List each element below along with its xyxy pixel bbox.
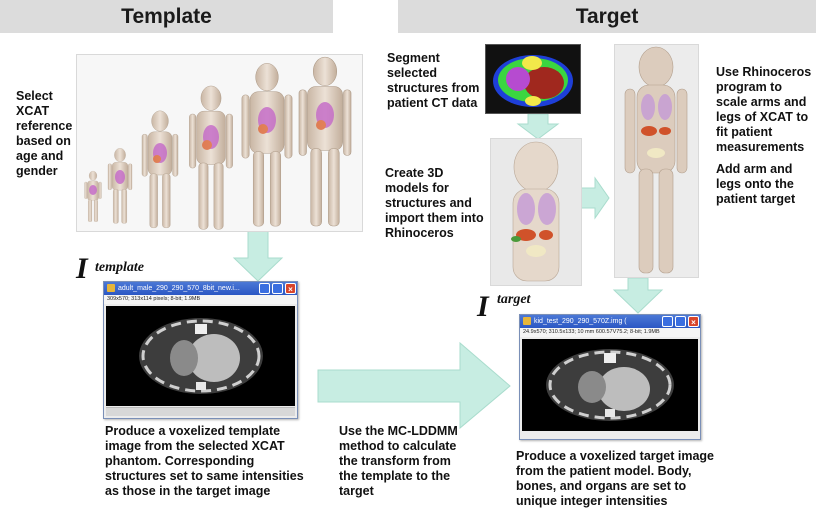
phantom-organs (89, 102, 334, 195)
arrow-down-segment (516, 113, 560, 140)
phantom-figures (84, 56, 352, 230)
target-window-title: kid_test_290_290_570Z.img ( (534, 318, 627, 325)
i-template-symbol: I (76, 252, 88, 285)
target-window-titlebar[interactable]: kid_test_290_290_570Z.img ( × (520, 315, 700, 328)
template-image-window[interactable]: adult_male_290_290_570_8bit_new.i... × 3… (103, 281, 298, 419)
template-header: Template (0, 0, 333, 33)
arrow-down-template (232, 229, 284, 282)
target-ct-slice (522, 339, 698, 431)
template-window-titlebar[interactable]: adult_male_290_290_570_8bit_new.i... × (104, 282, 297, 295)
target-window-info: 24.9x570; 310.5x133; 10 mm 600.57V75.2; … (520, 328, 700, 337)
template-window-title: adult_male_290_290_570_8bit_new.i... (118, 285, 240, 292)
i-target-symbol: I (477, 290, 489, 323)
maximize-button[interactable] (675, 316, 686, 327)
i-target-subscript: target (497, 292, 531, 307)
xcat-phantoms-panel (76, 54, 363, 232)
minimize-button[interactable] (662, 316, 673, 327)
close-button[interactable]: × (688, 316, 699, 327)
close-button[interactable]: × (285, 283, 296, 294)
xcat-phantoms-figure (84, 56, 352, 230)
maximize-button[interactable] (272, 283, 283, 294)
ct-segmentation-image (485, 44, 581, 114)
arrow-right-big (317, 341, 511, 430)
minimize-button[interactable] (259, 283, 270, 294)
app-icon (523, 317, 531, 325)
app-icon (107, 284, 115, 292)
patient-torso-model (490, 138, 582, 286)
i-template-subscript: template (95, 260, 144, 275)
template-window-info: 309x570; 313x114 pixels; 8-bit; 1.9MB (104, 295, 297, 304)
arrow-down-target (612, 277, 664, 314)
template-window-scrollbar[interactable] (106, 407, 295, 416)
target-header: Target (398, 0, 816, 33)
target-phantom-figure (614, 44, 699, 278)
arrow-right-target (580, 176, 610, 220)
target-image-window[interactable]: kid_test_290_290_570Z.img ( × 24.9x570; … (519, 314, 701, 440)
template-ct-slice (106, 306, 295, 406)
